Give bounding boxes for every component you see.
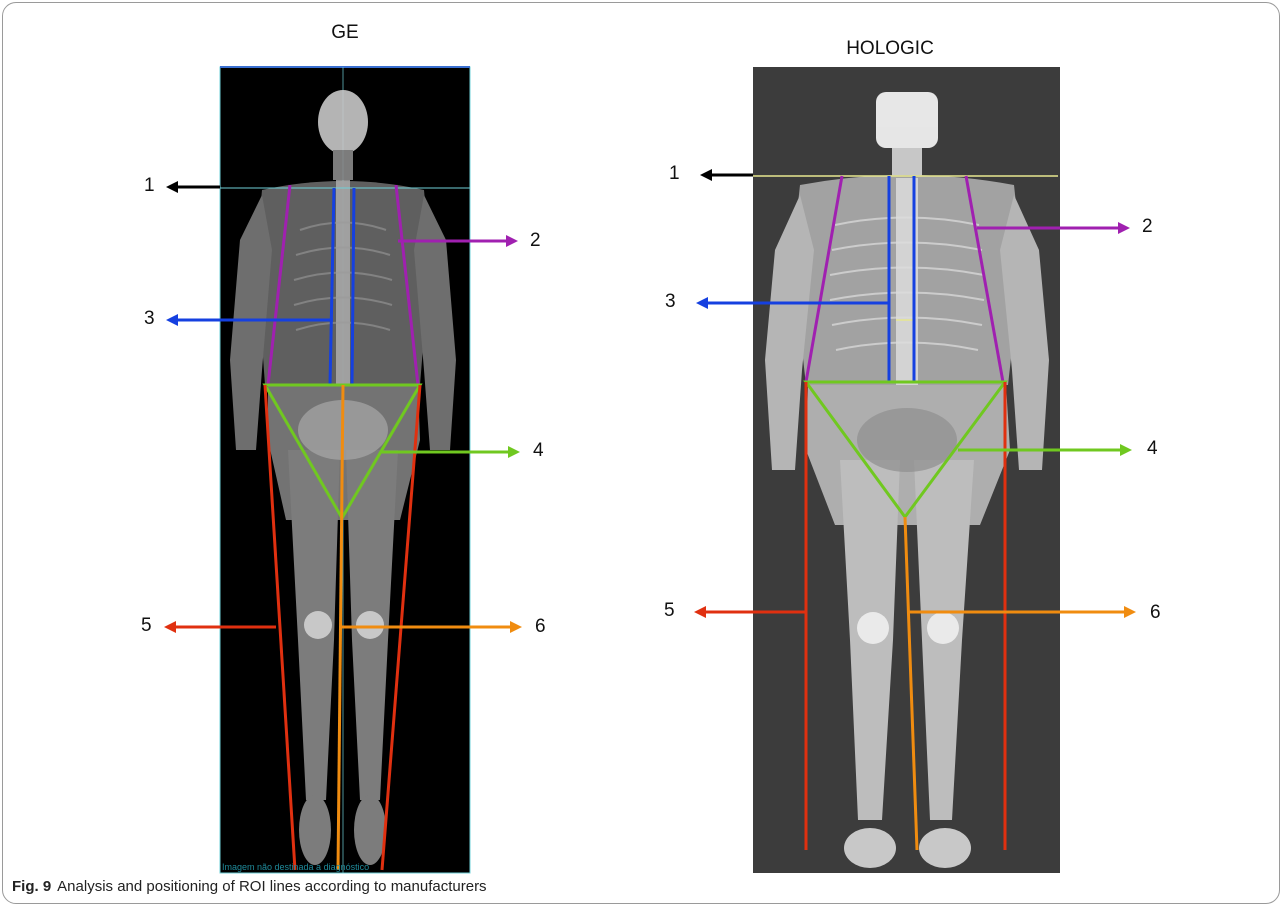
ge-label-3: 3 [144,308,155,330]
hologic-scan-image [753,67,1060,873]
ge-label-2: 2 [530,230,541,252]
caption-text: Analysis and positioning of ROI lines ac… [57,878,486,895]
ge-label-5: 5 [141,615,152,637]
ge-watermark: Imagem não destinada a diagnóstico [222,862,369,872]
ge-label-1: 1 [144,175,155,197]
ge-scan-image [220,67,470,873]
hologic-label-5: 5 [664,600,675,622]
ge-label-4: 4 [533,440,544,462]
ge-label-6: 6 [535,616,546,638]
hologic-label-6: 6 [1150,602,1161,624]
hologic-label-3: 3 [665,291,676,313]
hologic-label-1: 1 [669,163,680,185]
hologic-label-4: 4 [1147,438,1158,460]
figure-label: Fig. 9 [12,878,51,895]
figure-caption: Fig. 9 Analysis and positioning of ROI li… [12,878,487,895]
hologic-label-2: 2 [1142,216,1153,238]
